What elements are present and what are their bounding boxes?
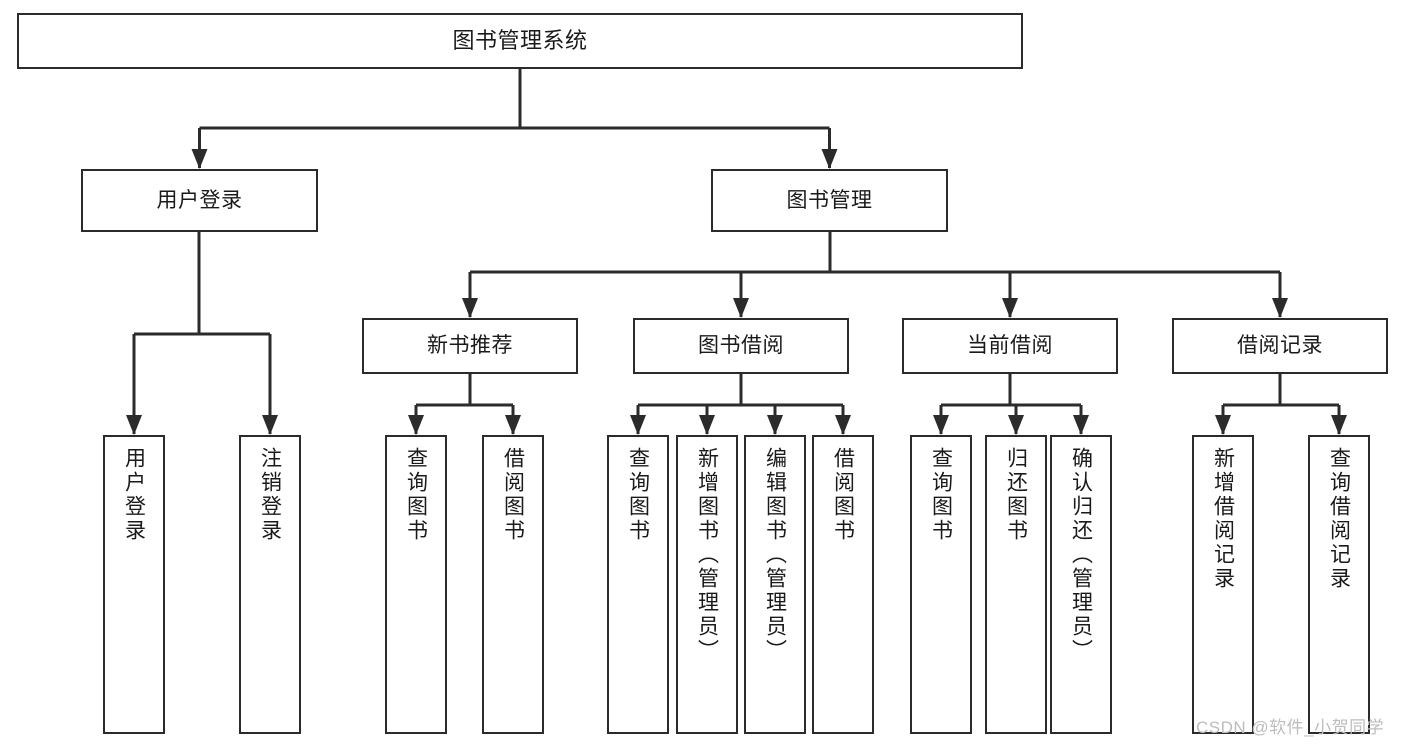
node-label: 确认归还（管理员） bbox=[1069, 447, 1093, 663]
node-leaf-edit-book[interactable]: 编辑图书（管理员） bbox=[744, 435, 806, 734]
arrowhead-icon bbox=[1272, 298, 1288, 318]
arrowhead-icon bbox=[821, 149, 838, 169]
arrowhead-icon bbox=[1331, 415, 1347, 435]
node-leaf-query-book-2[interactable]: 查询图书 bbox=[607, 435, 669, 734]
arrowhead-icon bbox=[933, 415, 949, 435]
node-label: 用户登录 bbox=[122, 447, 146, 543]
arrowhead-icon bbox=[191, 149, 208, 169]
arrowhead-icon bbox=[1073, 415, 1089, 435]
arrowhead-icon bbox=[835, 415, 851, 435]
node-label: 借阅图书 bbox=[831, 447, 855, 543]
arrowhead-icon bbox=[505, 415, 521, 435]
node-leaf-user-login[interactable]: 用户登录 bbox=[103, 435, 165, 734]
node-leaf-add-record[interactable]: 新增借阅记录 bbox=[1192, 435, 1254, 734]
node-current-borrow[interactable]: 当前借阅 bbox=[902, 318, 1118, 374]
node-leaf-query-book-3[interactable]: 查询图书 bbox=[910, 435, 972, 734]
node-leaf-return-book[interactable]: 归还图书 bbox=[985, 435, 1047, 734]
node-leaf-borrow-book-1[interactable]: 借阅图书 bbox=[482, 435, 544, 734]
arrowhead-icon bbox=[1002, 298, 1018, 318]
node-label: 新增借阅记录 bbox=[1211, 447, 1235, 591]
arrowhead-icon bbox=[408, 415, 424, 435]
node-leaf-logout[interactable]: 注销登录 bbox=[239, 435, 301, 734]
node-label: 查询图书 bbox=[929, 447, 953, 543]
arrowhead-icon bbox=[462, 298, 478, 318]
node-leaf-query-book-1[interactable]: 查询图书 bbox=[385, 435, 447, 734]
node-root[interactable]: 图书管理系统 bbox=[17, 13, 1023, 69]
arrowhead-icon bbox=[126, 415, 142, 435]
node-label: 图书管理 bbox=[786, 188, 873, 212]
node-leaf-confirm-return[interactable]: 确认归还（管理员） bbox=[1050, 435, 1112, 734]
node-user-login[interactable]: 用户登录 bbox=[81, 169, 318, 232]
node-label: 新书推荐 bbox=[427, 334, 513, 358]
arrowhead-icon bbox=[733, 298, 749, 318]
arrowhead-icon bbox=[699, 415, 715, 435]
node-label: 查询图书 bbox=[404, 447, 428, 543]
node-label: 编辑图书（管理员） bbox=[763, 447, 787, 663]
node-leaf-borrow-book-2[interactable]: 借阅图书 bbox=[812, 435, 874, 734]
node-borrow-record[interactable]: 借阅记录 bbox=[1172, 318, 1388, 374]
node-label: 借阅记录 bbox=[1237, 334, 1323, 358]
node-leaf-add-book[interactable]: 新增图书（管理员） bbox=[676, 435, 738, 734]
node-label: 查询图书 bbox=[626, 447, 650, 543]
arrowhead-icon bbox=[1215, 415, 1231, 435]
node-label: 图书管理系统 bbox=[452, 27, 588, 53]
node-label: 归还图书 bbox=[1004, 447, 1028, 543]
arrowhead-icon bbox=[630, 415, 646, 435]
node-label: 借阅图书 bbox=[501, 447, 525, 543]
node-label: 新增图书（管理员） bbox=[695, 447, 719, 663]
arrowhead-icon bbox=[767, 415, 783, 435]
node-book-borrow[interactable]: 图书借阅 bbox=[633, 318, 849, 374]
arrowhead-icon bbox=[1008, 415, 1024, 435]
node-leaf-query-record[interactable]: 查询借阅记录 bbox=[1308, 435, 1370, 734]
node-label: 注销登录 bbox=[258, 447, 282, 543]
node-label: 查询借阅记录 bbox=[1327, 447, 1351, 591]
node-new-book-rec[interactable]: 新书推荐 bbox=[362, 318, 578, 374]
node-label: 图书借阅 bbox=[698, 334, 784, 358]
node-book-manage[interactable]: 图书管理 bbox=[711, 169, 948, 232]
arrowhead-icon bbox=[262, 415, 278, 435]
node-label: 当前借阅 bbox=[967, 334, 1053, 358]
node-label: 用户登录 bbox=[156, 188, 243, 212]
